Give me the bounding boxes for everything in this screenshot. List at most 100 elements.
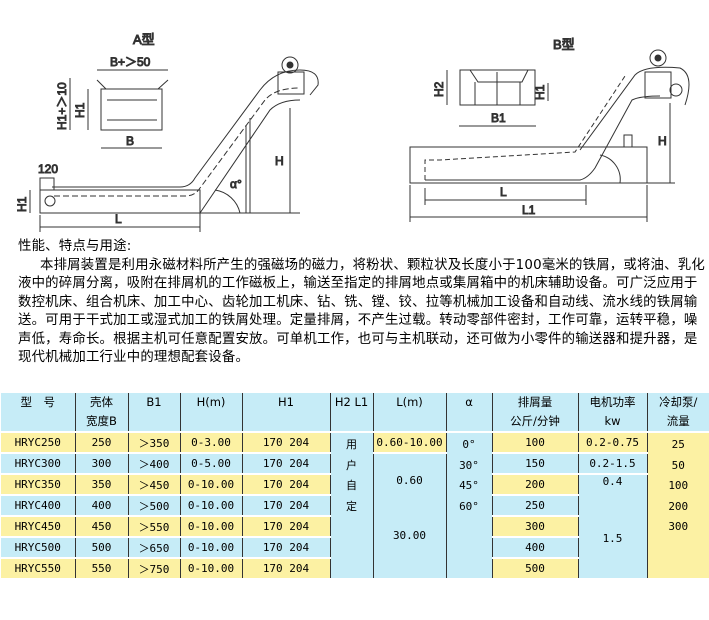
alpha-value: 30° <box>459 458 479 472</box>
cell-model: HRYC500 <box>1 537 75 559</box>
header-text: L(m) <box>396 395 423 409</box>
coolant-value: 100 <box>668 479 689 492</box>
cell-b1: ＞350 <box>127 432 180 454</box>
cell-capacity: 100 <box>491 432 578 454</box>
cell-b: 450 <box>74 516 128 538</box>
h2-l1-char: 用 <box>346 438 357 451</box>
header-text: 排屑量 <box>517 395 553 409</box>
cell-power: 0.2-1.5 <box>577 453 647 475</box>
cell-model: HRYC550 <box>1 558 75 580</box>
dim-h2: H2 <box>432 81 446 97</box>
dim-h-b: H <box>658 134 667 148</box>
cell-b: 550 <box>74 558 128 580</box>
header-text: 流量 <box>666 414 690 428</box>
header-text: H(m) <box>196 395 226 409</box>
header-cell: 型 号 <box>1 393 75 433</box>
cell-b: 500 <box>74 537 128 559</box>
l-max: 30.00 <box>392 529 427 542</box>
cell-capacity: 250 <box>491 495 578 517</box>
cell-b1: ＞500 <box>127 495 180 517</box>
cell-h1: 170 204 <box>241 537 330 559</box>
header-cell: B1 <box>127 393 180 433</box>
cell-h1: 170 204 <box>241 474 330 496</box>
cell-capacity: 150 <box>491 453 578 475</box>
cell-h: 0-3.00 <box>179 432 242 454</box>
cell-h1: 170 204 <box>241 432 330 454</box>
cell-b1: ＞650 <box>127 537 180 559</box>
diagram-a: A型 B+＞50 B H1+＞10 H1 120 H1 α° H L <box>15 32 319 232</box>
cell-h: 0-5.00 <box>179 453 242 475</box>
cell-h: 0-10.00 <box>179 495 242 517</box>
cell-model: HRYC450 <box>1 516 75 538</box>
cell-h: 0-10.00 <box>179 558 242 580</box>
cell-b: 400 <box>74 495 128 517</box>
header-text: 冷却泵/ <box>659 395 698 409</box>
cell-b: 350 <box>74 474 128 496</box>
dim-b1: B1 <box>491 111 506 125</box>
header-text: H2 L1 <box>334 395 369 409</box>
header-text: kw <box>604 414 621 428</box>
diagram-b: B型 H2 H1 B1 H L L1 <box>409 37 690 222</box>
alpha-value: 45° <box>459 479 479 492</box>
dim-h1-box: H1 <box>73 102 87 118</box>
cell-b: 300 <box>74 453 128 475</box>
cell-l-first: 0.60-10.00 <box>372 432 446 454</box>
coolant-value: 300 <box>668 520 689 533</box>
cell-b: 250 <box>74 432 128 454</box>
cell-h1: 170 204 <box>241 453 330 475</box>
dim-l: L <box>115 212 122 226</box>
description: 性能、特点与用途: 本排屑装置是利用永磁材料所产生的强磁场的磁力，将粉状、颗粒状… <box>18 238 708 368</box>
coolant-value: 25 <box>671 438 685 451</box>
h2-l1-char: 自 <box>346 479 357 492</box>
l-min: 0.60 <box>396 474 423 487</box>
dim-b-plus: B+＞50 <box>110 55 151 69</box>
alpha-value: 60° <box>459 499 479 513</box>
cell-capacity: 300 <box>491 516 578 538</box>
header-cell: α <box>445 393 492 433</box>
header-cell: L(m) <box>372 393 446 433</box>
cell-b1: ＞750 <box>127 558 180 580</box>
dim-120: 120 <box>38 162 58 176</box>
header-text: H1 <box>278 395 294 409</box>
cell-h1: 170 204 <box>241 495 330 517</box>
cell-h2-l1: 用户自定 <box>329 432 373 580</box>
cell-h1: 170 204 <box>241 516 330 538</box>
header-text: α <box>465 395 473 409</box>
header-text: 公斤/分钟 <box>510 414 560 428</box>
header-cell: H2 L1 <box>329 393 373 433</box>
power-value: 0.4 <box>602 475 623 488</box>
dim-l-b: L <box>500 185 507 199</box>
header-cell: 壳体宽度B <box>74 393 128 433</box>
cell-capacity: 400 <box>491 537 578 559</box>
header-cell: H(m) <box>179 393 242 433</box>
header-cell: 冷却泵/流量 <box>646 393 709 433</box>
cell-b1: ＞400 <box>127 453 180 475</box>
diagram-a-title: A型 <box>133 32 155 47</box>
cell-model: HRYC350 <box>1 474 75 496</box>
cell-h1: 170 204 <box>241 558 330 580</box>
cell-h: 0-10.00 <box>179 537 242 559</box>
cell-model: HRYC400 <box>1 495 75 517</box>
cell-alpha: 0° 30° 45° 60° <box>445 432 492 580</box>
dim-h1: H1 <box>15 196 29 212</box>
cell-power: 0.2-0.75 <box>577 432 647 454</box>
conveyor-diagrams: A型 B+＞50 B H1+＞10 H1 120 H1 α° H L B型 <box>15 32 690 232</box>
alpha-value: 0° <box>462 438 476 451</box>
h2-l1-char: 户 <box>346 458 357 472</box>
cell-capacity: 200 <box>491 474 578 496</box>
header-text: 型 号 <box>20 395 56 409</box>
label-alpha: α° <box>230 177 242 191</box>
header-cell: H1 <box>241 393 330 433</box>
dim-h1-plus: H1+＞10 <box>55 82 69 130</box>
cell-h: 0-10.00 <box>179 474 242 496</box>
header-text: 宽度B <box>86 414 117 428</box>
